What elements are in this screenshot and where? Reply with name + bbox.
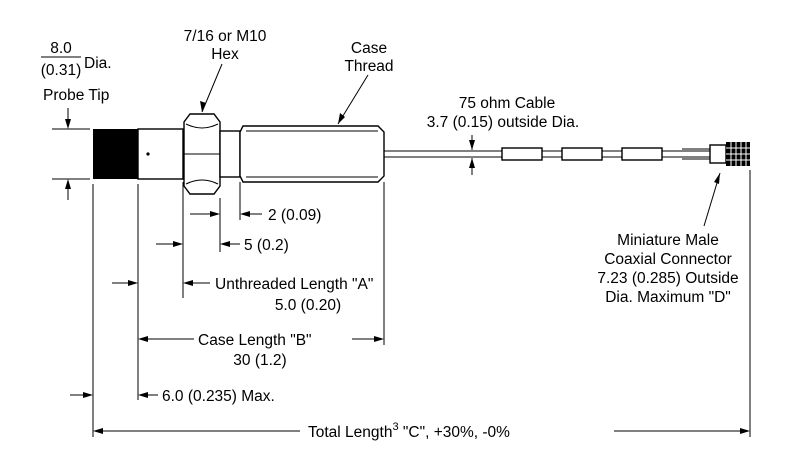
dim-5-label: 5 (0.2) [244, 237, 289, 254]
probe-body-dot [146, 152, 150, 156]
probe-tip [93, 129, 138, 179]
dim-2-label: 2 (0.09) [268, 207, 321, 224]
coaxial-connector [709, 142, 750, 166]
hex-nut [183, 113, 221, 195]
case-thread-body [239, 125, 385, 183]
connector-label-line4: Dia. Maximum "D" [605, 289, 731, 306]
cable-sleeve-2 [561, 147, 603, 161]
hex-label-line2: Hex [211, 46, 239, 63]
connector-label-line2: Coaxial Connector [604, 251, 732, 268]
connector-label-line3: 7.23 (0.285) Outside [597, 270, 738, 287]
case-thread-label-line2: Thread [344, 58, 393, 75]
cable-sleeve-3 [621, 147, 663, 161]
probe-front-body [137, 128, 184, 180]
case-thread-label-line1: Case [351, 40, 387, 57]
tip-length-label: 6.0 (0.235) Max. [162, 388, 275, 405]
unthreaded-length-value: 5.0 (0.20) [275, 297, 341, 314]
tip-dia-numerator: 8.0 [50, 40, 72, 57]
cable-label-line2: 3.7 (0.15) outside Dia. [427, 114, 580, 131]
spacer-neck [219, 130, 241, 178]
connector-label-line1: Miniature Male [617, 232, 719, 249]
cable-sleeve-1 [501, 147, 543, 161]
cable-label-line1: 75 ohm Cable [459, 95, 556, 112]
arrowheads [65, 101, 750, 434]
probe-assembly [93, 113, 750, 195]
coax-cable [384, 147, 710, 161]
unthreaded-length-label: Unthreaded Length "A" [215, 276, 373, 293]
probe-tip-label: Probe Tip [43, 87, 109, 104]
case-length-value: 30 (1.2) [233, 352, 286, 369]
case-length-label: Case Length "B" [198, 332, 312, 349]
total-length-label: Total Length3 "C", +30%, -0% [308, 421, 510, 441]
tip-dia-denominator: (0.31) [41, 62, 82, 79]
hex-label-line1: 7/16 or M10 [184, 28, 267, 45]
tip-dia-suffix: Dia. [84, 55, 112, 72]
dimension-labels: 8.0 (0.31) Dia. Probe Tip 7/16 or M10 He… [41, 28, 739, 441]
